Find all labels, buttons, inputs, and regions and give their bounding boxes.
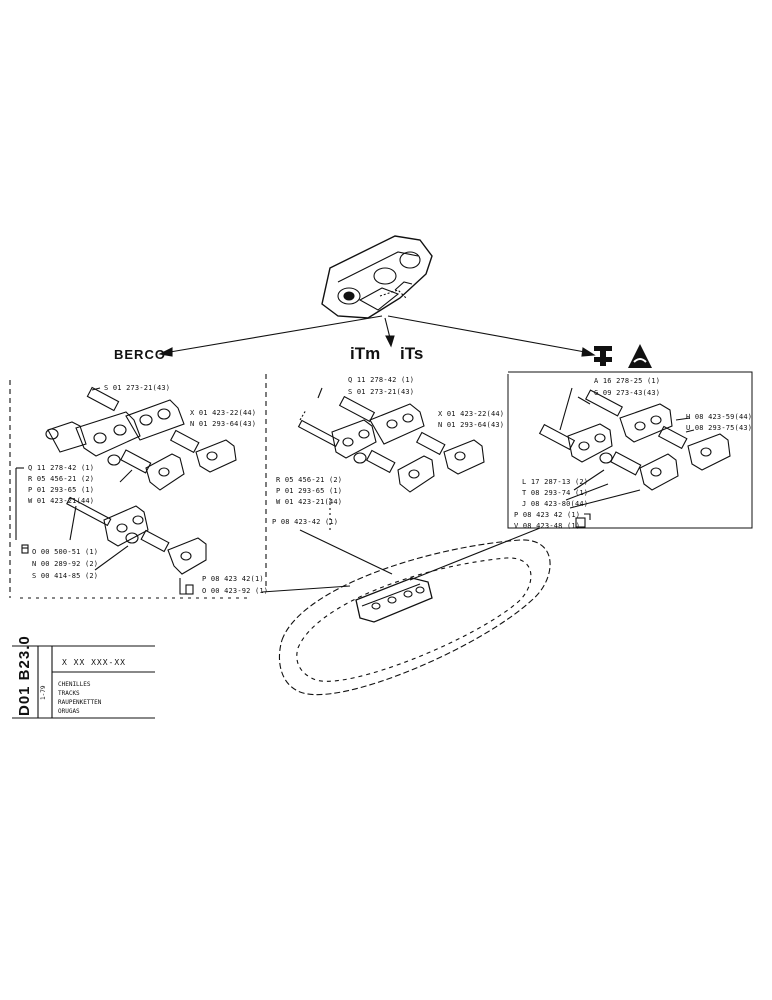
title-block-frame (12, 645, 155, 719)
right-group-parts (538, 389, 731, 491)
right-label-j0842380: J 08 423-80(44) (522, 500, 589, 508)
drawing-code: D01 B23.0 (16, 635, 33, 716)
right-label-u0829375: U 08 293-75(43) (686, 424, 753, 432)
berco-label-w0142321: W 01 423-21(44) (28, 497, 95, 505)
berco-parts (45, 386, 237, 575)
berco-label-o0050051: O 00 500-51 (1) (32, 548, 99, 556)
berco-label-s0127321: S 01 273-21(43) (104, 384, 171, 392)
berco-label-n0028992: N 00 289-92 (2) (32, 560, 99, 568)
itm-label-p0129365: P 01 293-65 (1) (276, 487, 343, 495)
its-brand: iTs (400, 344, 424, 363)
itm-label-n0129364: N 01 293-64(43) (438, 421, 505, 429)
berco-label-r0545621: R 05 456-21 (2) (28, 475, 95, 483)
berco-label-x0142322: X 01 423-22(44) (190, 409, 257, 417)
berco-brand: BERCO (114, 347, 166, 362)
drawing-date: 1-79 (40, 685, 47, 700)
berco-label-q1127842: Q 11 278-42 (1) (28, 464, 95, 472)
right-label-h0842359: H 08 423-59(44) (686, 413, 753, 421)
berco-label-o0042392: O 00 423-92 (1) (202, 587, 269, 595)
itm-label-q1127842: Q 11 278-42 (1) (348, 376, 415, 384)
right-label-a1627825: A 16 278-25 (1) (594, 377, 661, 385)
top-track-link-illustration (321, 235, 433, 319)
itm-label-x0142322: X 01 423-22(44) (438, 410, 505, 418)
title-de: RAUPENKETTEN (58, 699, 102, 706)
a-logo (628, 344, 652, 368)
itm-brand: iTm (350, 344, 381, 363)
title-fr: CHENILLES (58, 681, 91, 688)
berco-label-p0842342: P 08 423 42(1) (202, 575, 264, 583)
itm-label-s0127321: S 01 273-21(43) (348, 388, 415, 396)
track-chain-loop (278, 539, 551, 696)
right-label-g0927343: G 09 273-43(43) (594, 389, 661, 397)
itm-label-p0842342: P 08 423-42 (1) (272, 518, 339, 526)
title-es: ORUGAS (58, 708, 80, 715)
caterpillar-logo (594, 346, 612, 366)
itm-label-r0545621: R 05 456-21 (2) (276, 476, 343, 484)
right-label-t0829374: T 08 293-74 (1) (522, 489, 589, 497)
title-en: TRACKS (58, 690, 80, 697)
berco-label-p0129365: P 01 293-65 (1) (28, 486, 95, 494)
right-label-p0842342: P 08 423 42 (1) (514, 511, 581, 519)
berco-label-n0129364: N 01 293-64(43) (190, 420, 257, 428)
berco-label-s0041485: S 00 414-85 (2) (32, 572, 99, 580)
arrow-to-berco (169, 315, 383, 353)
right-label-l1728713: L 17 287-13 (2) (522, 478, 589, 486)
itm-parts (297, 395, 485, 493)
part-number: X XX XXX-XX (62, 658, 126, 667)
itm-label-w0142321: W 01 423-21(44) (276, 498, 343, 506)
right-label-v0842348: V 08 423-48 (1) (514, 522, 581, 530)
